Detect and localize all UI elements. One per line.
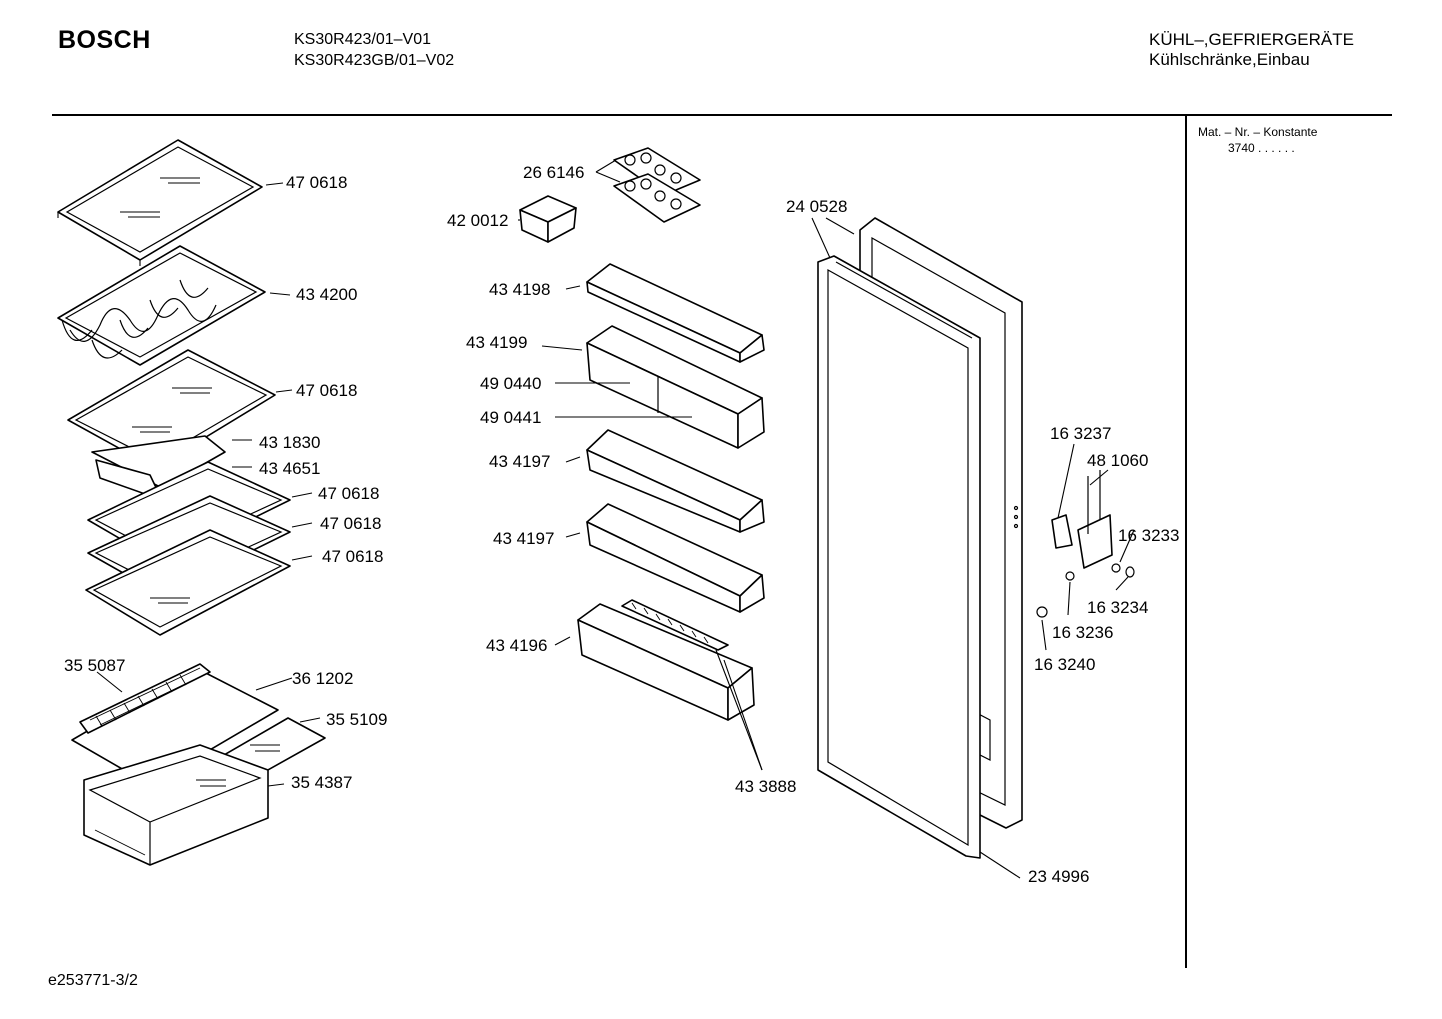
label-hinge-bracket: 48 1060 — [1087, 451, 1148, 470]
label-crisper-drawer: 35 4387 — [291, 773, 352, 792]
brand-logo: BOSCH — [58, 26, 151, 54]
label-crisper-cover: 36 1202 — [292, 669, 353, 688]
door-bin-1 — [586, 263, 765, 363]
label-crisper-slider: 35 5087 — [64, 656, 125, 675]
material-number-value: 3740 . . . . . . — [1228, 141, 1295, 155]
bottle-bin — [577, 599, 755, 721]
label-screw-b: 16 3236 — [1052, 623, 1113, 642]
label-lid-right: 49 0441 — [480, 408, 541, 427]
tray-frame — [91, 435, 226, 501]
label-door-bin-2: 43 4199 — [466, 333, 527, 352]
label-cap: 16 3240 — [1034, 655, 1095, 674]
label-door-bin-3: 43 4197 — [489, 452, 550, 471]
label-crisper-glass: 35 5109 — [326, 710, 387, 729]
door-gasket — [817, 255, 981, 859]
label-egg-tray: 26 6146 — [523, 163, 584, 182]
hinge-parts — [1036, 470, 1135, 618]
crisper-drawer — [83, 744, 269, 866]
header-divider — [52, 114, 1392, 116]
glass-shelf-5 — [85, 529, 291, 636]
model-number-1: KS30R423/01–V01 — [294, 31, 431, 48]
label-hinge-a: 16 3237 — [1050, 424, 1111, 443]
model-number-2: KS30R423GB/01–V02 — [294, 52, 455, 69]
door-bin-3 — [586, 429, 765, 533]
label-screw-a: 16 3233 — [1118, 526, 1179, 545]
material-number-label: Mat. – Nr. – Konstante — [1198, 125, 1318, 139]
category-title: KÜHL–,GEFRIERGERÄTE — [1149, 30, 1354, 49]
butter-box — [519, 195, 577, 243]
label-door-inner: 24 0528 — [786, 197, 847, 216]
side-panel-divider — [1185, 116, 1187, 968]
label-shelf-4: 47 0618 — [320, 514, 381, 533]
egg-tray — [613, 147, 701, 223]
label-shelf-2: 47 0618 — [296, 381, 357, 400]
label-lid-left: 49 0440 — [480, 374, 541, 393]
label-tray-frame: 43 1830 — [259, 433, 320, 452]
label-bottle-bin: 43 4196 — [486, 636, 547, 655]
label-door-bin-1: 43 4198 — [489, 280, 550, 299]
label-shelf-top: 47 0618 — [286, 173, 347, 192]
label-butter-box: 42 0012 — [447, 211, 508, 230]
label-shelf-5: 47 0618 — [322, 547, 383, 566]
label-bottle-rack: 43 4200 — [296, 285, 357, 304]
drawing-id: e253771-3/2 — [48, 972, 138, 989]
label-door-gasket: 23 4996 — [1028, 867, 1089, 886]
label-door-bin-4: 43 4197 — [493, 529, 554, 548]
glass-shelf-top — [57, 139, 263, 266]
leader-lines — [96, 159, 1135, 879]
label-tray: 43 4651 — [259, 459, 320, 478]
label-bottle-divider: 43 3888 — [735, 777, 796, 796]
door-bin-2 — [586, 325, 765, 449]
door-bin-4 — [586, 503, 765, 613]
bottle-rack — [57, 245, 266, 366]
label-shelf-3: 47 0618 — [318, 484, 379, 503]
subcategory-title: Kühlschränke,Einbau — [1149, 50, 1310, 69]
part-labels: 47 0618 43 4200 47 0618 43 1830 43 4651 … — [64, 163, 1179, 886]
label-washer: 16 3234 — [1087, 598, 1148, 617]
